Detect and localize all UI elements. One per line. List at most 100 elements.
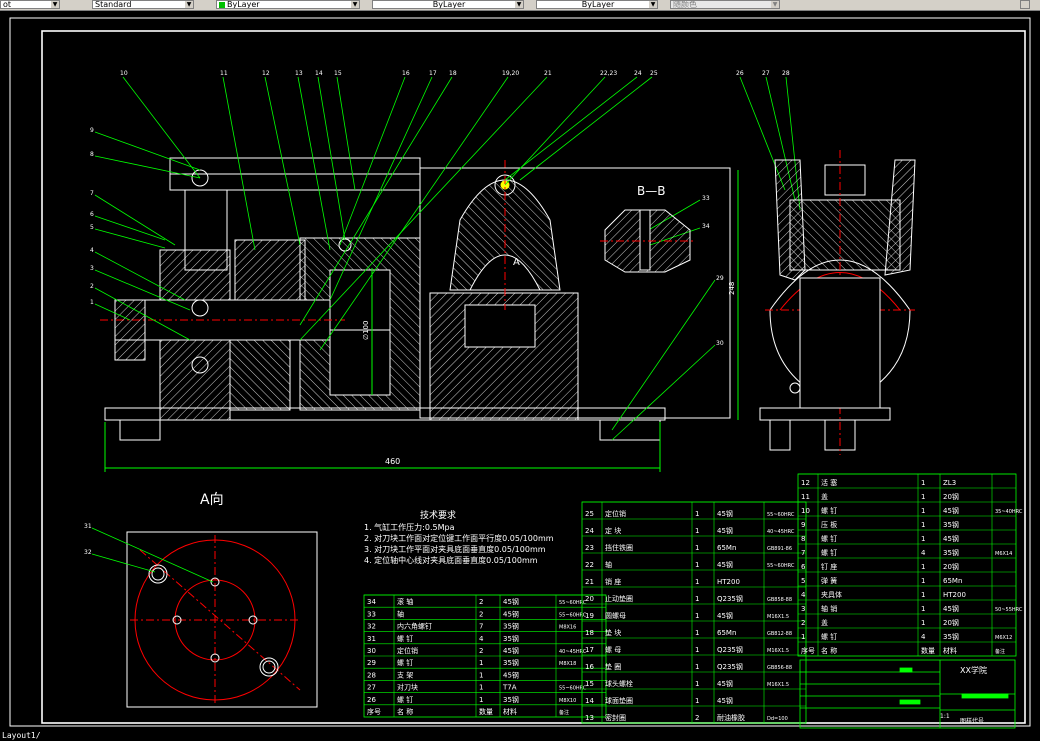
svg-text:24: 24 xyxy=(634,70,642,77)
bom-cell: 10 xyxy=(801,507,810,515)
bom-cell: 1 xyxy=(921,577,925,585)
bom-cell: 球头螺栓 xyxy=(605,679,633,688)
bom-cell: 螺 钉 xyxy=(821,506,837,515)
bom-cell: GB856-88 xyxy=(767,665,792,671)
bom-cell: 4 xyxy=(921,549,926,557)
svg-text:1. 气缸工作压力:0.5Mpa: 1. 气缸工作压力:0.5Mpa xyxy=(364,522,455,532)
title-block: XX学院 1:1 图样代号 xyxy=(799,659,1016,729)
bom-cell: 圆螺母 xyxy=(605,611,626,620)
chevron-down-icon[interactable]: ▼ xyxy=(771,1,779,8)
linetype-combo[interactable]: ByLayer▼ xyxy=(372,0,524,9)
bom-cell: Q235钢 xyxy=(717,645,743,654)
bom-cell: 65Mn xyxy=(717,544,736,552)
dim-width: 460 xyxy=(385,457,400,466)
section-bb-label: B—B xyxy=(637,184,665,198)
bom-cell: Dd=100 xyxy=(767,716,788,722)
bom-cell: 数量 xyxy=(479,707,493,716)
bom-cell: 1 xyxy=(921,507,925,515)
bom-cell: 15 xyxy=(585,680,594,688)
bom-cell: 盖 xyxy=(821,492,828,501)
bom-cell: 14 xyxy=(585,697,594,705)
view-a: A向 31 32 xyxy=(84,492,318,708)
bom-cell: 材料 xyxy=(943,646,957,655)
svg-text:16: 16 xyxy=(402,70,410,77)
dimstyle-combo[interactable]: Standard▼ xyxy=(92,0,194,9)
bom-cell: 1 xyxy=(801,633,805,641)
svg-text:19,20: 19,20 xyxy=(502,70,519,77)
textstyle-combo[interactable]: ot▼ xyxy=(0,0,60,9)
bom-cell: 内六角螺钉 xyxy=(397,622,432,631)
bom-cell: 4 xyxy=(921,633,926,641)
bom-cell: 45钢 xyxy=(717,611,733,620)
svg-text:4. 定位轴中心线对夹具底面垂直度0.05/100mm: 4. 定位轴中心线对夹具底面垂直度0.05/100mm xyxy=(364,555,538,565)
svg-text:4: 4 xyxy=(90,247,94,254)
bom-cell: 55~60HRC xyxy=(559,686,587,692)
bom-cell: 35钢 xyxy=(943,632,959,641)
bom-cell: 2 xyxy=(695,714,699,722)
bom-cell: 1 xyxy=(695,680,699,688)
bom-cell: 20钢 xyxy=(943,618,959,627)
section-a-mark: A xyxy=(513,257,520,268)
svg-text:2. 对刀块工作面对定位键工作面平行度0.05/100mm: 2. 对刀块工作面对定位键工作面平行度0.05/100mm xyxy=(364,533,554,543)
bom-cell: 35钢 xyxy=(943,548,959,557)
svg-text:33: 33 xyxy=(702,195,710,202)
svg-text:26: 26 xyxy=(736,70,744,77)
bom-cell: 1 xyxy=(921,535,925,543)
bom-cell: 螺 钉 xyxy=(397,658,413,667)
bom-cell: 4 xyxy=(479,635,484,643)
color-combo[interactable]: ByLayer▼ xyxy=(216,0,360,9)
bom-cell: ZL3 xyxy=(943,479,956,487)
bom-cell: 销 座 xyxy=(605,577,621,586)
svg-text:31: 31 xyxy=(84,523,92,530)
bom-cell: 1 xyxy=(921,591,925,599)
plotstyle-combo[interactable]: 随颜色▼ xyxy=(670,0,780,9)
bom-cell: 螺 钉 xyxy=(821,632,837,641)
bom-cell: 1 xyxy=(695,663,699,671)
svg-text:29: 29 xyxy=(716,275,724,282)
command-line[interactable]: Layout1/ xyxy=(0,731,1040,741)
chevron-down-icon[interactable]: ▼ xyxy=(649,1,657,8)
bom-cell: 序号 xyxy=(367,707,381,716)
bom-cell: 20钢 xyxy=(943,562,959,571)
bom-cell: 备注 xyxy=(559,709,569,716)
bom-cell: 弹 簧 xyxy=(821,576,837,585)
bom-cell: 螺 钉 xyxy=(397,634,413,643)
bom-cell: 1 xyxy=(695,578,699,586)
bom-cell: M8X16 xyxy=(559,625,576,631)
chevron-down-icon[interactable]: ▼ xyxy=(351,1,359,8)
chevron-down-icon[interactable]: ▼ xyxy=(185,1,193,8)
bom-cell: 螺 钉 xyxy=(821,548,837,557)
bom-cell: 26 xyxy=(367,696,376,704)
svg-text:6: 6 xyxy=(90,211,94,218)
bom-cell: 球面垫圈 xyxy=(605,696,633,705)
svg-text:34: 34 xyxy=(702,223,710,230)
side-view xyxy=(759,150,916,455)
bom-cell: 垫 块 xyxy=(605,628,621,637)
section-bb-view: B—B xyxy=(600,184,695,273)
bom-cell: 45钢 xyxy=(943,604,959,613)
bom-cell: 11 xyxy=(801,493,810,501)
bom-cell: 1 xyxy=(921,563,925,571)
bom-cell: 30 xyxy=(367,647,376,655)
chevron-down-icon[interactable]: ▼ xyxy=(515,1,523,8)
lineweight-combo[interactable]: ByLayer▼ xyxy=(536,0,658,9)
bom-cell: HT200 xyxy=(943,591,966,599)
bom-cell: 32 xyxy=(367,623,376,631)
svg-text:32: 32 xyxy=(84,549,92,556)
bom-cell: 33 xyxy=(367,610,376,618)
chevron-down-icon[interactable]: ▼ xyxy=(51,1,59,8)
toolbar-scroll-button[interactable] xyxy=(1020,0,1030,9)
bom-cell: 对刀块 xyxy=(397,683,418,692)
drawing-canvas[interactable]: 460 ∅100 248 A xyxy=(0,10,1040,731)
bom-cell: 3 xyxy=(801,605,805,613)
bom-cell: 29 xyxy=(367,659,376,667)
bom-cell: 35~40HRC xyxy=(995,509,1023,515)
svg-text:27: 27 xyxy=(762,70,770,77)
bom-cell: 1 xyxy=(479,671,483,679)
bom-cell: 9 xyxy=(801,521,805,529)
view-a-label: A向 xyxy=(200,492,224,508)
bom-cell: 28 xyxy=(367,671,376,679)
bom-cell: 材料 xyxy=(503,707,517,716)
bom-cell: GB812-88 xyxy=(767,631,792,637)
